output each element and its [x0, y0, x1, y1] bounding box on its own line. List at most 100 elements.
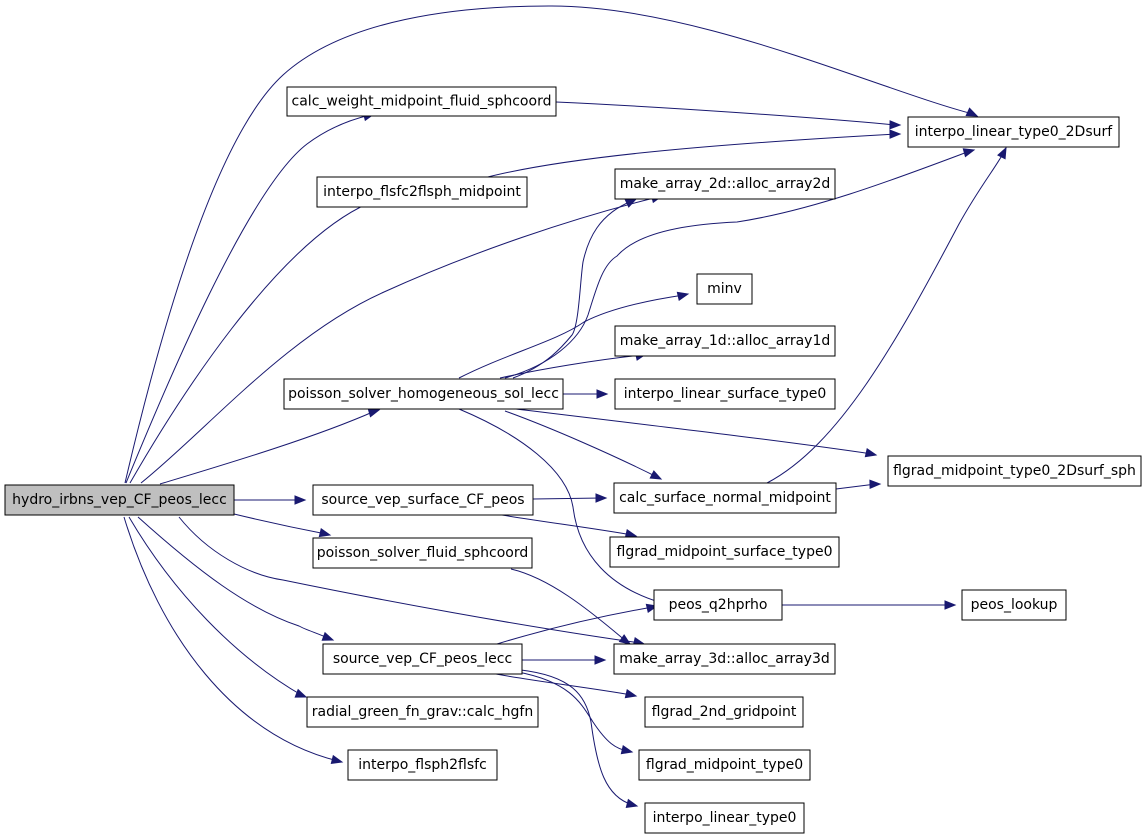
arrowhead-icon: [649, 470, 663, 480]
node-label: peos_lookup: [971, 597, 1058, 613]
edge-poisson_homog-to-flgrad_mt0_2d: [515, 408, 878, 458]
node-alloc2d[interactable]: make_array_2d::alloc_array2d: [614, 168, 836, 200]
node-radial-green[interactable]: radial_green_fn_grav::calc_hgfn: [306, 696, 539, 728]
node-label: flgrad_midpoint_type0: [646, 757, 803, 773]
arrowhead-icon: [318, 527, 332, 538]
edge-root-to-poisson_fluid: [233, 513, 332, 538]
edge-line: [496, 606, 654, 645]
node-flgrad-2nd[interactable]: flgrad_2nd_gridpoint: [644, 696, 804, 728]
edge-line: [458, 408, 663, 604]
node-source-cf[interactable]: source_vep_CF_peos_lecc: [322, 643, 523, 675]
node-alloc1d[interactable]: make_array_1d::alloc_array1d: [614, 325, 836, 357]
edge-calc_weight-to-interpo_lt0_2d: [555, 101, 902, 130]
node-box: [653, 589, 783, 621]
edge-interpo_flsfc-to-interpo_lt0_2d: [483, 129, 902, 179]
node-label: poisson_solver_homogeneous_sol_lecc: [288, 386, 559, 402]
edge-line: [178, 516, 641, 644]
node-label: make_array_1d::alloc_array1d: [620, 333, 831, 349]
arrowhead-icon: [965, 107, 979, 117]
node-label: peos_q2hprho: [669, 597, 768, 613]
edge-source_cf-to-alloc3d: [522, 655, 607, 665]
node-label: interpo_linear_surface_type0: [624, 386, 827, 402]
arrowhead-icon: [620, 744, 634, 755]
node-flgrad-mt0[interactable]: flgrad_midpoint_type0: [638, 749, 811, 781]
node-source-surface[interactable]: source_vep_surface_CF_peos: [312, 484, 534, 516]
node-box: [644, 696, 804, 728]
node-label: calc_surface_normal_midpoint: [619, 490, 831, 506]
node-flgrad-mt0-2d[interactable]: flgrad_midpoint_type0_2Dsurf_sph: [887, 455, 1142, 487]
node-peos-q2hprho[interactable]: peos_q2hprho: [653, 589, 783, 621]
node-box: [283, 378, 564, 410]
edge-root-to-poisson_homog: [159, 408, 381, 485]
node-minv[interactable]: minv: [696, 273, 753, 305]
node-interpo-ls-t0[interactable]: interpo_linear_surface_type0: [614, 378, 836, 410]
node-label: source_vep_CF_peos_lecc: [333, 651, 512, 667]
edge-root-to-interpo_flsph: [123, 516, 344, 765]
node-root[interactable]: hydro_irbns_vep_CF_peos_lecc: [4, 484, 235, 516]
arrowhead-icon: [625, 798, 639, 808]
arrowhead-icon: [889, 129, 902, 139]
edge-line: [140, 196, 659, 484]
edge-root-to-alloc3d: [178, 516, 646, 647]
node-interpo-lt0[interactable]: interpo_linear_type0: [644, 802, 805, 834]
node-peos-lookup[interactable]: peos_lookup: [961, 589, 1067, 621]
edge-source_surface-to-flgrad_ms_t0: [501, 514, 638, 539]
arrowhead-icon: [321, 631, 335, 641]
edge-line: [233, 513, 327, 535]
node-calc-weight[interactable]: calc_weight_midpoint_fluid_sphcoord: [286, 86, 557, 117]
node-box: [614, 325, 836, 357]
node-label: interpo_linear_type0_2Dsurf: [915, 124, 1113, 140]
edge-line: [137, 516, 331, 640]
node-poisson-homog[interactable]: poisson_solver_homogeneous_sol_lecc: [283, 378, 564, 410]
node-label: minv: [707, 281, 742, 297]
edge-source_surface-to-calc_surf_normal: [532, 493, 608, 503]
node-box: [286, 86, 557, 117]
edge-line: [504, 150, 971, 379]
node-box: [613, 643, 836, 675]
node-box: [614, 168, 836, 200]
edge-line: [512, 200, 633, 379]
node-label: calc_weight_midpoint_fluid_sphcoord: [292, 94, 552, 110]
arrowhead-icon: [869, 479, 882, 489]
edge-calc_surf_normal-to-interpo_lt0_2d: [766, 146, 1007, 484]
edge-poisson_homog-to-calc_surf_normal: [504, 410, 663, 480]
node-calc-surf-normal[interactable]: calc_surface_normal_midpoint: [613, 482, 837, 514]
node-box: [312, 484, 534, 516]
arrowhead-icon: [962, 148, 976, 158]
edge-source_cf-to-flgrad_mt0: [517, 671, 634, 755]
edge-line: [124, 5, 974, 484]
node-label: flgrad_2nd_gridpoint: [652, 704, 797, 720]
node-alloc3d[interactable]: make_array_3d::alloc_array3d: [613, 643, 836, 675]
edge-line: [835, 483, 877, 490]
edge-line: [520, 669, 634, 806]
node-label: interpo_flsph2flsfc: [358, 757, 487, 773]
node-label: make_array_2d::alloc_array2d: [620, 176, 831, 192]
node-label: make_array_3d::alloc_array3d: [619, 651, 830, 667]
node-box: [322, 643, 523, 675]
node-box: [638, 749, 811, 781]
edge-root-to-radial_green: [128, 516, 308, 698]
node-interpo-flsfc[interactable]: interpo_flsfc2flsph_midpoint: [316, 176, 528, 208]
node-interpo-flsph[interactable]: interpo_flsph2flsfc: [347, 749, 498, 781]
node-interpo-lt0-2d[interactable]: interpo_linear_type0_2Dsurf: [907, 116, 1120, 148]
edge-line: [125, 114, 371, 484]
edge-poisson_homog-to-minv: [458, 291, 690, 379]
edge-calc_surf_normal-to-flgrad_mt0_2d: [835, 479, 882, 490]
edge-line: [501, 514, 633, 536]
arrowhead-icon: [294, 688, 308, 698]
node-flgrad-ms-t0[interactable]: flgrad_midpoint_surface_type0: [609, 536, 840, 568]
arrowhead-icon: [624, 688, 638, 699]
edge-line: [495, 673, 633, 696]
arrowhead-icon: [367, 408, 381, 418]
edge-line: [766, 149, 1006, 484]
arrowhead-icon: [595, 493, 608, 503]
node-box: [609, 536, 840, 568]
edge-poisson_homog-to-interpo_lt0_2d: [504, 148, 976, 379]
edge-root-to-alloc2d: [140, 193, 664, 484]
node-poisson-fluid[interactable]: poisson_solver_fluid_sphcoord: [312, 537, 533, 569]
node-label: hydro_irbns_vep_CF_peos_lecc: [12, 492, 227, 508]
node-box: [614, 378, 836, 410]
edge-line: [159, 410, 376, 485]
arrowhead-icon: [944, 600, 957, 610]
arrowhead-icon: [594, 655, 607, 665]
